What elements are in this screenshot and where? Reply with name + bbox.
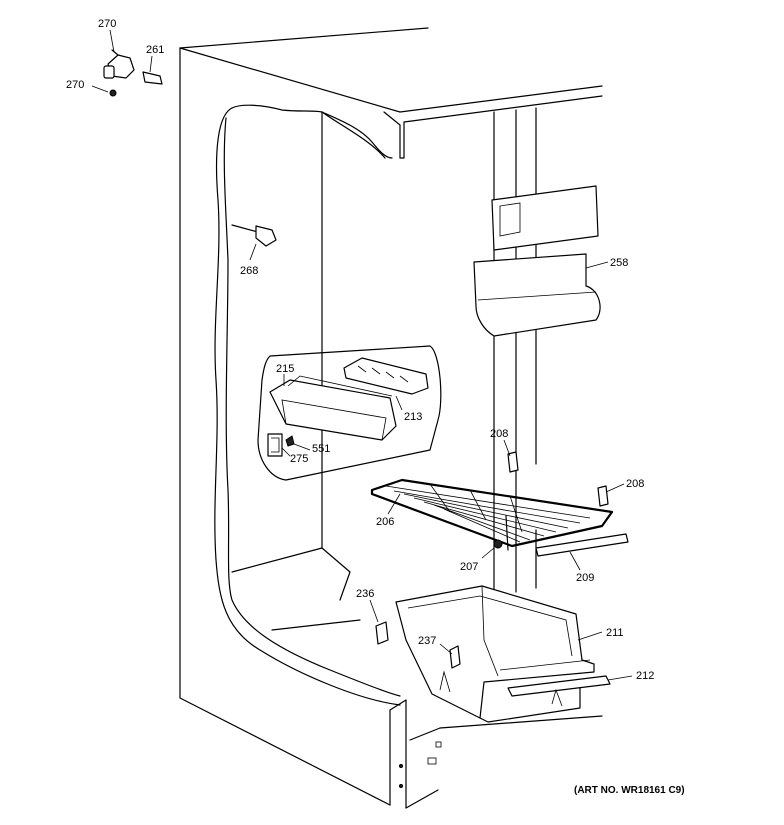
callout-261: 261 — [146, 44, 164, 56]
callout-551: 551 — [312, 443, 330, 455]
callout-275: 275 — [290, 453, 308, 465]
shelf-supports-208 — [507, 451, 609, 507]
wire-shelf-206 — [370, 478, 614, 551]
part-268-control — [231, 224, 277, 247]
callout-268: 268 — [240, 265, 258, 277]
callout-206: 206 — [376, 516, 394, 528]
callout-215: 215 — [276, 363, 294, 375]
crisper-bin-211 — [395, 585, 595, 723]
callout-208-right: 208 — [626, 478, 644, 490]
callout-258: 258 — [610, 257, 628, 269]
bin-rail-212 — [507, 675, 611, 697]
callout-207: 207 — [460, 561, 478, 573]
callout-237: 237 — [418, 635, 436, 647]
part-258-housing — [473, 185, 601, 337]
water-valve-assembly — [103, 49, 163, 97]
callout-211: 211 — [606, 627, 624, 639]
front-fasteners — [399, 741, 442, 788]
callout-213: 213 — [404, 411, 422, 423]
callout-270-top: 270 — [98, 18, 116, 30]
callout-labels: 270 261 270 268 258 215 213 551 275 208 … — [66, 18, 685, 796]
art-number: (ART NO. WR18161 C9) — [574, 785, 685, 796]
callout-212: 212 — [636, 670, 654, 682]
bin-supports — [375, 621, 563, 707]
leader-lines — [91, 29, 633, 681]
trim-strip-209 — [535, 533, 629, 557]
parts-inset — [257, 345, 442, 481]
cabinet-shell — [179, 27, 603, 809]
callout-270-left: 270 — [66, 79, 84, 91]
callout-208-upper: 208 — [490, 428, 508, 440]
callout-209: 209 — [576, 572, 594, 584]
callout-236: 236 — [356, 588, 374, 600]
